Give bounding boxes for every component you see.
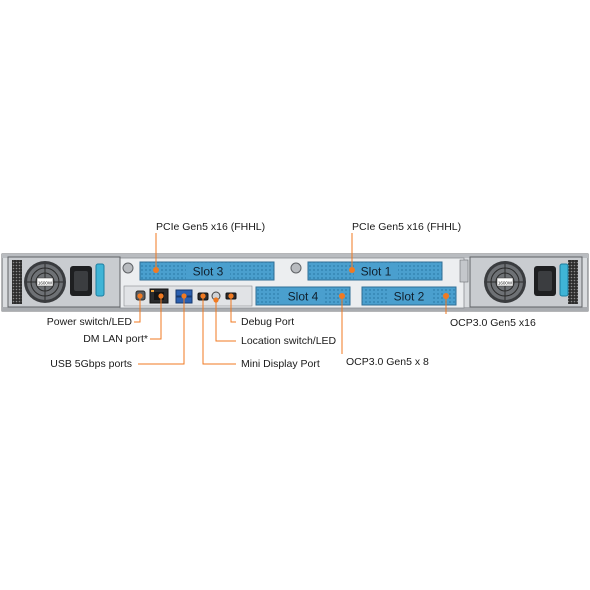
callout-mini-dp: Mini Display Port <box>241 358 320 370</box>
pcie-slot-1: Slot 1 <box>307 261 443 281</box>
callout-lines <box>134 233 447 365</box>
callout-ocp-x8: OCP3.0 Gen5 x 8 <box>346 356 429 368</box>
slot-4-label: Slot 4 <box>288 290 319 304</box>
callout-location: Location switch/LED <box>241 335 337 347</box>
pcie-slot-3: Slot 3 <box>139 261 275 281</box>
callout-usb: USB 5Gbps ports <box>50 358 132 370</box>
psu-left-fan-icon: 1600W <box>24 261 66 303</box>
psu-left-badge: 1600W <box>38 281 53 286</box>
ocp-slot-2: Slot 2 <box>361 286 457 306</box>
thumbscrew-left-icon <box>122 262 134 274</box>
callout-dots <box>137 267 449 303</box>
psu-right-latch[interactable] <box>559 263 569 297</box>
psu-right-fan-icon: 1600W <box>484 261 526 303</box>
psu-right: 1600W <box>469 256 583 308</box>
callout-dm-lan: DM LAN port* <box>83 333 148 345</box>
ocp-slot-4: Slot 4 <box>255 286 351 306</box>
io-panel <box>123 285 253 307</box>
callout-pcie-right: PCIe Gen5 x16 (FHHL) <box>352 221 462 233</box>
psu-right-badge: 1600W <box>498 281 513 286</box>
slot-2-label: Slot 2 <box>394 290 425 304</box>
callout-debug: Debug Port <box>241 316 295 328</box>
psu-left: 1600W <box>7 256 121 308</box>
slot-3-label: Slot 3 <box>193 265 224 279</box>
slot-1-label: Slot 1 <box>361 265 392 279</box>
callout-pcie-left: PCIe Gen5 x16 (FHHL) <box>156 221 266 233</box>
callout-power-switch: Power switch/LED <box>46 316 132 328</box>
callout-ocp-x16: OCP3.0 Gen5 x16 <box>450 317 536 329</box>
psu-left-latch[interactable] <box>95 263 105 297</box>
thumbscrew-mid-icon <box>290 262 302 274</box>
